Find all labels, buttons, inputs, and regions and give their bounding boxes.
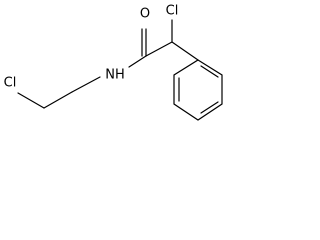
bond-ch2-nh <box>71 76 101 93</box>
atom-label-chlorine-alpha: Cl <box>166 4 179 19</box>
phenyl-ring <box>173 59 223 121</box>
atom-label-nitrogen: NH <box>105 68 125 83</box>
bond-ch2-ch2 <box>43 91 73 109</box>
bond-ch-phenyl <box>171 41 199 61</box>
bond-carbonyl-chcl <box>145 41 173 57</box>
atom-label-oxygen: O <box>140 7 150 22</box>
phenyl-inner-bond-2 <box>200 101 219 114</box>
bond-cl-ch2 <box>17 92 45 109</box>
phenyl-inner-bond-1 <box>200 65 219 78</box>
chemical-structure-diagram: O Cl NH Cl <box>4 4 223 121</box>
atom-label-chlorine-ethyl: Cl <box>4 76 17 91</box>
bond-nh-carbonyl <box>128 55 147 68</box>
